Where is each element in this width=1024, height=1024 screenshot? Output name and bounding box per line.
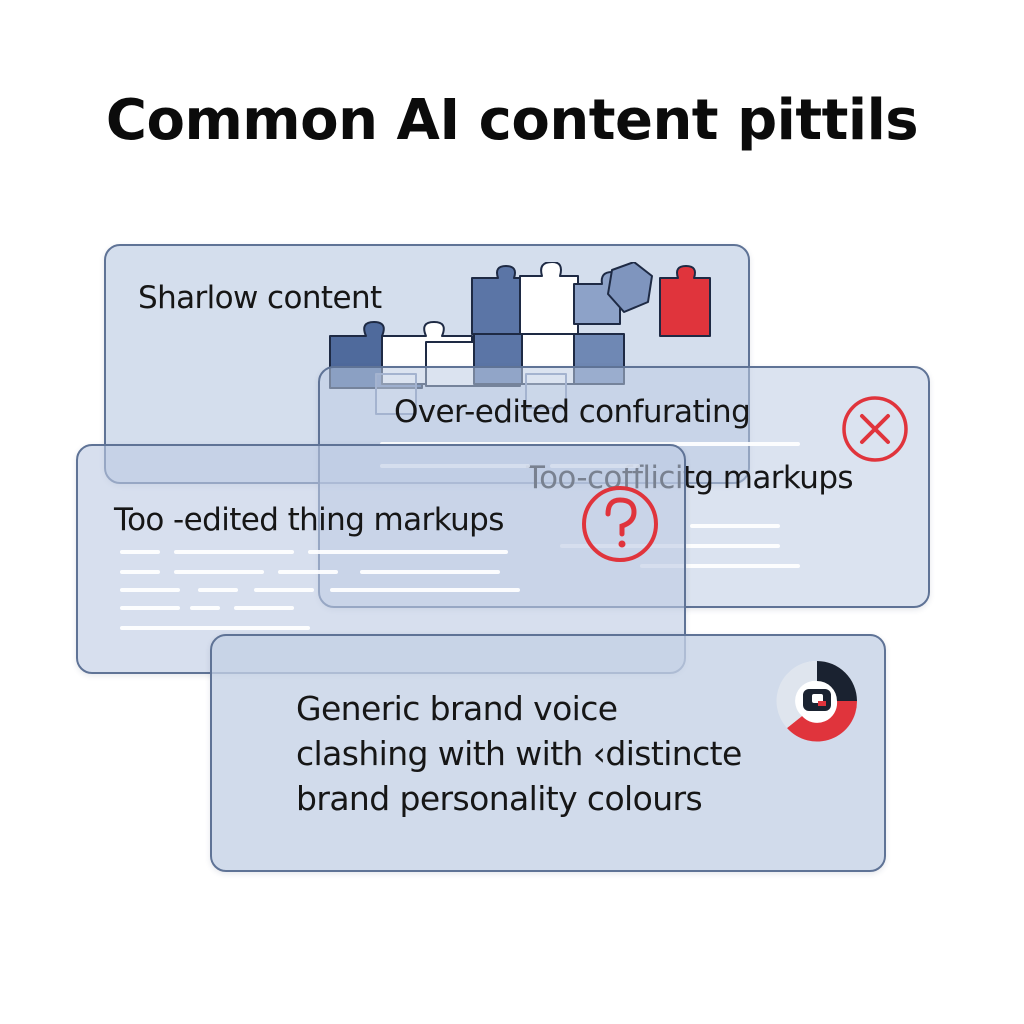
card-label: Too -edited thing markups: [114, 502, 504, 538]
x-circle-icon: [840, 394, 910, 464]
card-line-1: Generic brand voice: [296, 689, 618, 728]
card-label: Over-edited confurating: [394, 394, 751, 430]
card-generic-brand-voice: Generic brand voice clashing with with ‹…: [210, 634, 886, 872]
card-line-2: clashing with with ‹distincte: [296, 734, 742, 773]
card-label: Sharlow content: [138, 280, 382, 316]
card-text-block: Generic brand voice clashing with with ‹…: [296, 686, 742, 821]
brand-voice-icon: [772, 656, 862, 746]
card-line-3: brand personality colours: [296, 779, 703, 818]
page-title: Common AI content pittils: [105, 88, 919, 153]
question-circle-icon: [578, 482, 662, 566]
